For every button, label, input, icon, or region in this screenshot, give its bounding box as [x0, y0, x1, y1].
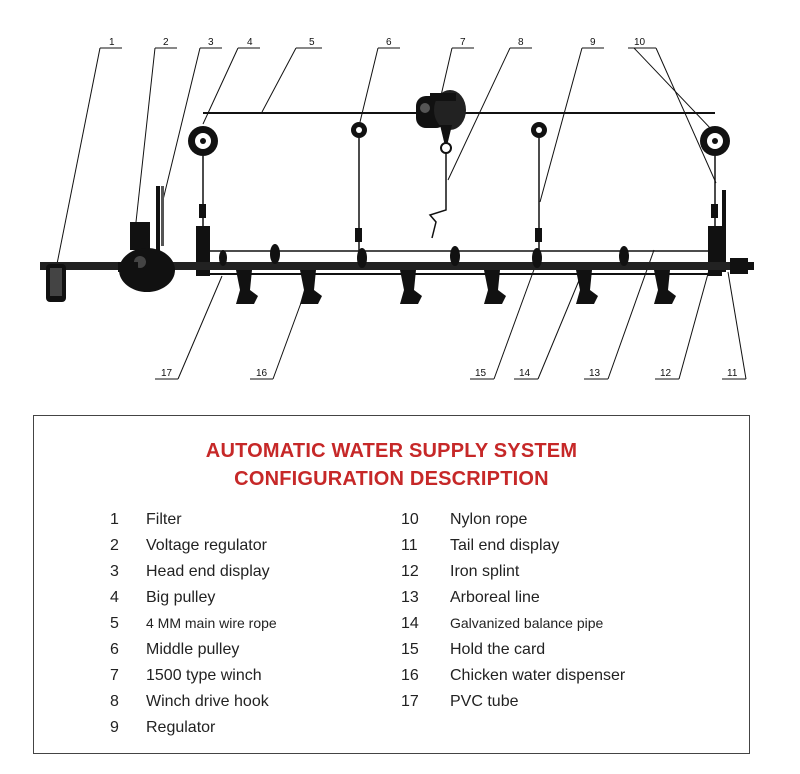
legend-label: PVC tube [450, 693, 519, 710]
legend-label: Tail end display [450, 537, 560, 554]
legend-label: Galvanized balance pipe [450, 615, 604, 631]
callout-number-2: 2 [163, 37, 169, 48]
callout-number-6: 6 [386, 37, 392, 48]
callout-number-14: 14 [519, 368, 531, 379]
middle-pulley-1 [351, 122, 367, 138]
callout-number-17: 17 [161, 368, 173, 379]
legend-number: 2 [110, 537, 119, 554]
callout-number-1: 1 [109, 37, 115, 48]
legend-label: Iron splint [450, 563, 520, 580]
winch [416, 90, 466, 154]
legend-label: Regulator [146, 719, 216, 736]
callout-number-13: 13 [589, 368, 601, 379]
head-end-display [156, 186, 164, 258]
big-pulley-left [188, 126, 218, 156]
legend-label: Chicken water dispenser [450, 667, 626, 684]
legend-number: 3 [110, 563, 119, 580]
legend-label: Hold the card [450, 641, 546, 658]
big-pulley-right [700, 126, 730, 156]
winch-drive-hook [428, 153, 447, 239]
callout-number-11: 11 [727, 368, 738, 379]
legend-label: Middle pulley [146, 641, 240, 658]
system-diagram: 1 2 3 4 5 6 7 8 9 10 17 16 15 14 13 12 1… [40, 37, 754, 380]
callout-number-12: 12 [660, 368, 672, 379]
legend-number: 4 [110, 589, 119, 606]
legend-label: 4 MM main wire rope [146, 615, 277, 631]
legend-label: Nylon rope [450, 511, 528, 528]
legend-label: Voltage regulator [146, 537, 267, 554]
voltage-regulator [118, 222, 175, 292]
callout-number-3: 3 [208, 37, 214, 48]
legend-number: 13 [401, 589, 419, 606]
callout-number-10: 10 [634, 37, 646, 48]
callout-number-7: 7 [460, 37, 466, 48]
legend-number: 11 [401, 537, 418, 554]
legend-number: 8 [110, 693, 119, 710]
legend-number: 5 [110, 615, 119, 632]
leader-lines [56, 47, 747, 380]
legend-label: Filter [146, 511, 182, 528]
legend-title-line-1: AUTOMATIC WATER SUPPLY SYSTEM [205, 440, 578, 462]
legend-number: 14 [401, 615, 419, 632]
middle-pulley-2 [531, 122, 547, 138]
legend-label: Head end display [146, 563, 270, 580]
callout-number-8: 8 [518, 37, 524, 48]
filter [46, 264, 66, 302]
legend-number: 10 [401, 511, 419, 528]
legend-number: 6 [110, 641, 119, 658]
legend-number: 17 [401, 693, 419, 710]
configuration-legend-panel: AUTOMATIC WATER SUPPLY SYSTEM CONFIGURAT… [33, 415, 750, 754]
galvanized-balance-pipe [40, 262, 752, 270]
legend-label: Arboreal line [450, 589, 540, 606]
callout-number-4: 4 [247, 37, 253, 48]
hold-the-card-clamps [219, 244, 629, 268]
legend-label: Winch drive hook [146, 693, 269, 710]
legend-number: 16 [401, 667, 419, 684]
regulators [199, 204, 718, 242]
callout-number-16: 16 [256, 368, 268, 379]
callout-number-9: 9 [590, 37, 596, 48]
legend-label: 1500 type winch [146, 667, 262, 684]
legend-number: 15 [401, 641, 419, 658]
legend-number: 7 [110, 667, 119, 684]
legend-number: 1 [110, 511, 119, 528]
legend-number: 12 [401, 563, 419, 580]
callout-number-5: 5 [309, 37, 315, 48]
callout-number-15: 15 [475, 368, 487, 379]
tail-end-display [722, 190, 726, 272]
legend-label: Big pulley [146, 589, 216, 606]
legend-number: 9 [110, 719, 119, 736]
end-fitting [730, 258, 754, 274]
legend-title-line-2: CONFIGURATION DESCRIPTION [234, 468, 549, 490]
chicken-water-dispensers [236, 270, 676, 304]
